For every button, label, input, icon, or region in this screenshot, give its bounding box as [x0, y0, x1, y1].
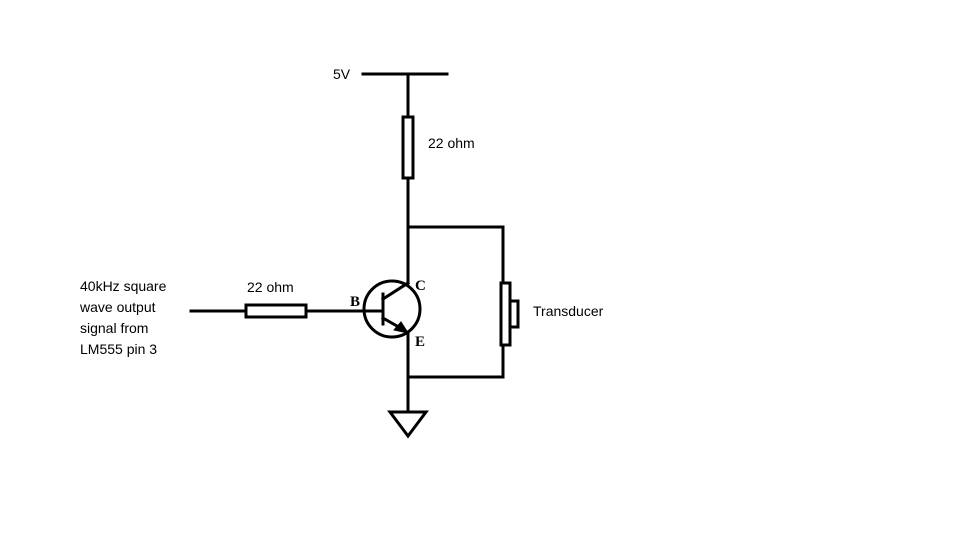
input-signal-line-2: wave output: [79, 299, 156, 315]
collector-resistor: [401, 115, 415, 180]
base-resistor: [244, 303, 308, 319]
npn-transistor: [362, 279, 422, 339]
input-signal-line-1: 40kHz square: [80, 278, 167, 294]
transducer-plate: [508, 299, 520, 329]
transistor-collector-lead: [380, 280, 411, 302]
transistor-envelope: [362, 279, 422, 339]
ground-symbol: [387, 410, 429, 439]
transducer-label: Transducer: [533, 303, 604, 319]
emitter-pin-label: E: [415, 334, 425, 350]
collector-pin-label: C: [415, 278, 426, 294]
base-resistor-label: 22 ohm: [247, 279, 294, 295]
input-signal-line-4: LM555 pin 3: [80, 341, 157, 357]
supply-label: 5V: [333, 66, 351, 82]
base-pin-label: B: [350, 294, 360, 310]
input-signal-line-3: signal from: [80, 320, 148, 336]
emitter-arrow-icon: [393, 321, 410, 334]
collector-resistor-label: 22 ohm: [428, 135, 475, 151]
